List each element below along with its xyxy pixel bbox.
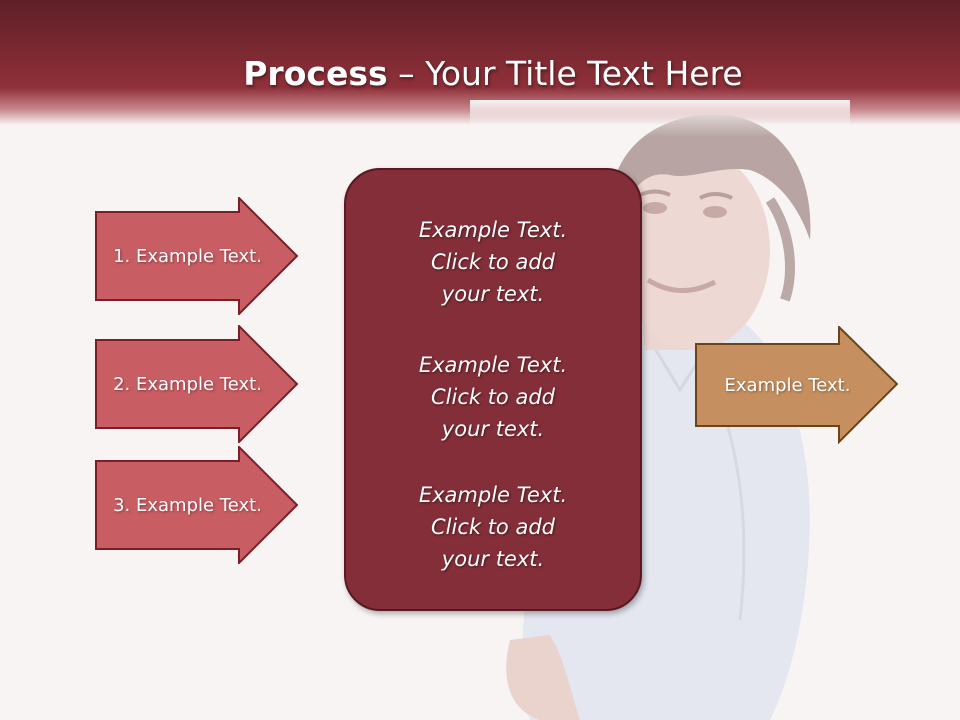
step-arrow-label: 3. Example Text. <box>113 494 262 516</box>
center-text-block-3[interactable]: Example Text. Click to add your text. <box>346 479 640 575</box>
center-text-block-1[interactable]: Example Text. Click to add your text. <box>346 214 640 310</box>
center-text-line: your text. <box>441 282 545 306</box>
center-process-box[interactable]: Example Text. Click to add your text. Ex… <box>344 168 642 611</box>
center-text-line: Example Text. <box>418 218 568 242</box>
step-arrow-label: 1. Example Text. <box>113 245 262 267</box>
right-arrow-shape-icon <box>95 197 299 315</box>
title-rest: – Your Title Text Here <box>387 54 743 93</box>
step-arrow-3[interactable]: 3. Example Text. <box>95 446 300 564</box>
center-text-line: Click to add <box>430 515 555 539</box>
result-arrow[interactable]: Example Text. <box>695 326 900 444</box>
title-bold: Process <box>243 54 388 93</box>
step-arrow-1[interactable]: 1. Example Text. <box>95 197 300 315</box>
right-arrow-shape-icon <box>95 446 299 564</box>
step-arrow-2[interactable]: 2. Example Text. <box>95 325 300 443</box>
center-text-line: your text. <box>441 417 545 441</box>
page-title: Process – Your Title Text Here <box>0 52 960 96</box>
center-text-block-2[interactable]: Example Text. Click to add your text. <box>346 349 640 445</box>
right-arrow-shape-icon <box>695 326 899 444</box>
center-text-line: Example Text. <box>418 353 568 377</box>
center-text-line: Click to add <box>430 250 555 274</box>
center-text-line: Click to add <box>430 385 555 409</box>
center-text-line: your text. <box>441 547 545 571</box>
result-arrow-label: Example Text. <box>724 374 851 396</box>
step-arrow-label: 2. Example Text. <box>113 373 262 395</box>
right-arrow-shape-icon <box>95 325 299 443</box>
center-text-line: Example Text. <box>418 483 568 507</box>
